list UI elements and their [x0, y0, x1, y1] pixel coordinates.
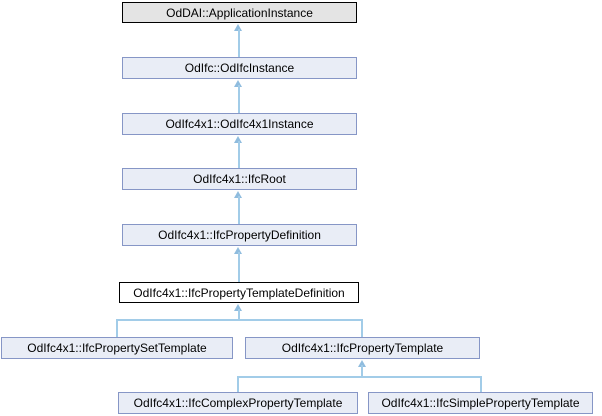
- edge-line: [361, 319, 363, 337]
- class-node-odifc4x1-ifcpropertytemplatedefinition: OdIfc4x1::IfcPropertyTemplateDefinition: [119, 282, 359, 303]
- class-node-odifc4x1-ifcsimplepropertytemplate[interactable]: OdIfc4x1::IfcSimplePropertyTemplate: [368, 392, 593, 414]
- edge-line: [237, 376, 482, 378]
- class-node-odifc4x1-ifcpropertysettemplate[interactable]: OdIfc4x1::IfcPropertySetTemplate: [1, 337, 233, 359]
- edge-line: [238, 196, 240, 224]
- class-node-odifc4x1-odifc4x1instance[interactable]: OdIfc4x1::OdIfc4x1Instance: [122, 113, 357, 135]
- arrowhead-up-icon: [234, 191, 242, 198]
- edge-line: [238, 252, 240, 282]
- edge-line: [480, 376, 482, 392]
- class-node-odifc4x1-ifcroot[interactable]: OdIfc4x1::IfcRoot: [122, 168, 357, 190]
- arrowhead-up-icon: [234, 247, 242, 254]
- arrowhead-up-icon: [234, 304, 242, 311]
- arrowhead-up-icon: [358, 360, 366, 367]
- arrowhead-up-icon: [234, 136, 242, 143]
- edge-line: [238, 309, 240, 321]
- edge-line: [237, 376, 239, 392]
- edge-line: [361, 365, 363, 378]
- class-node-oddai-applicationinstance: OdDAI::ApplicationInstance: [122, 2, 357, 23]
- arrowhead-up-icon: [234, 24, 242, 31]
- edge-line: [238, 29, 240, 57]
- class-node-odifc4x1-ifcpropertydefinition[interactable]: OdIfc4x1::IfcPropertyDefinition: [122, 224, 357, 246]
- class-node-odifc4x1-ifcpropertytemplate[interactable]: OdIfc4x1::IfcPropertyTemplate: [245, 337, 480, 359]
- edge-line: [116, 319, 363, 321]
- class-node-odifc-odifcinstance[interactable]: OdIfc::OdIfcInstance: [122, 57, 357, 79]
- edge-line: [238, 141, 240, 168]
- class-node-odifc4x1-ifccomplexpropertytemplate[interactable]: OdIfc4x1::IfcComplexPropertyTemplate: [118, 392, 358, 414]
- arrowhead-up-icon: [234, 80, 242, 87]
- edge-line: [238, 85, 240, 113]
- edge-line: [116, 319, 118, 337]
